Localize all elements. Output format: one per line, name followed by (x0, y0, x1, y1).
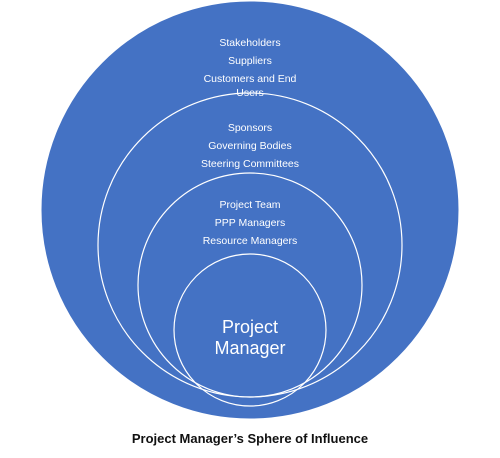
outer-ring-labels: Stakeholders Suppliers Customers and End… (150, 36, 350, 100)
label-suppliers: Suppliers (228, 55, 272, 67)
label-project-team: Project Team (219, 199, 281, 211)
inner-circle (137, 172, 363, 398)
middle-ring-labels: Sponsors Governing Bodies Steering Commi… (150, 121, 350, 171)
label-resource-managers: Resource Managers (202, 235, 298, 247)
diagram-caption: Project Manager’s Sphere of Influence (131, 431, 369, 446)
label-steering-committees: Steering Committees (200, 158, 300, 170)
core-label-project-manager: Project Manager (214, 317, 286, 358)
core-circle (173, 253, 327, 407)
outer-circle (41, 1, 459, 419)
label-governing-bodies: Governing Bodies (208, 140, 292, 152)
label-stakeholders: Stakeholders (219, 37, 281, 49)
concentric-circles (41, 1, 459, 419)
inner-ring-labels: Project Team PPP Managers Resource Manag… (150, 198, 350, 248)
label-sponsors: Sponsors (227, 122, 273, 134)
label-customers-end-users: Customers and End Users (203, 73, 297, 99)
label-ppp-managers: PPP Managers (214, 217, 286, 229)
